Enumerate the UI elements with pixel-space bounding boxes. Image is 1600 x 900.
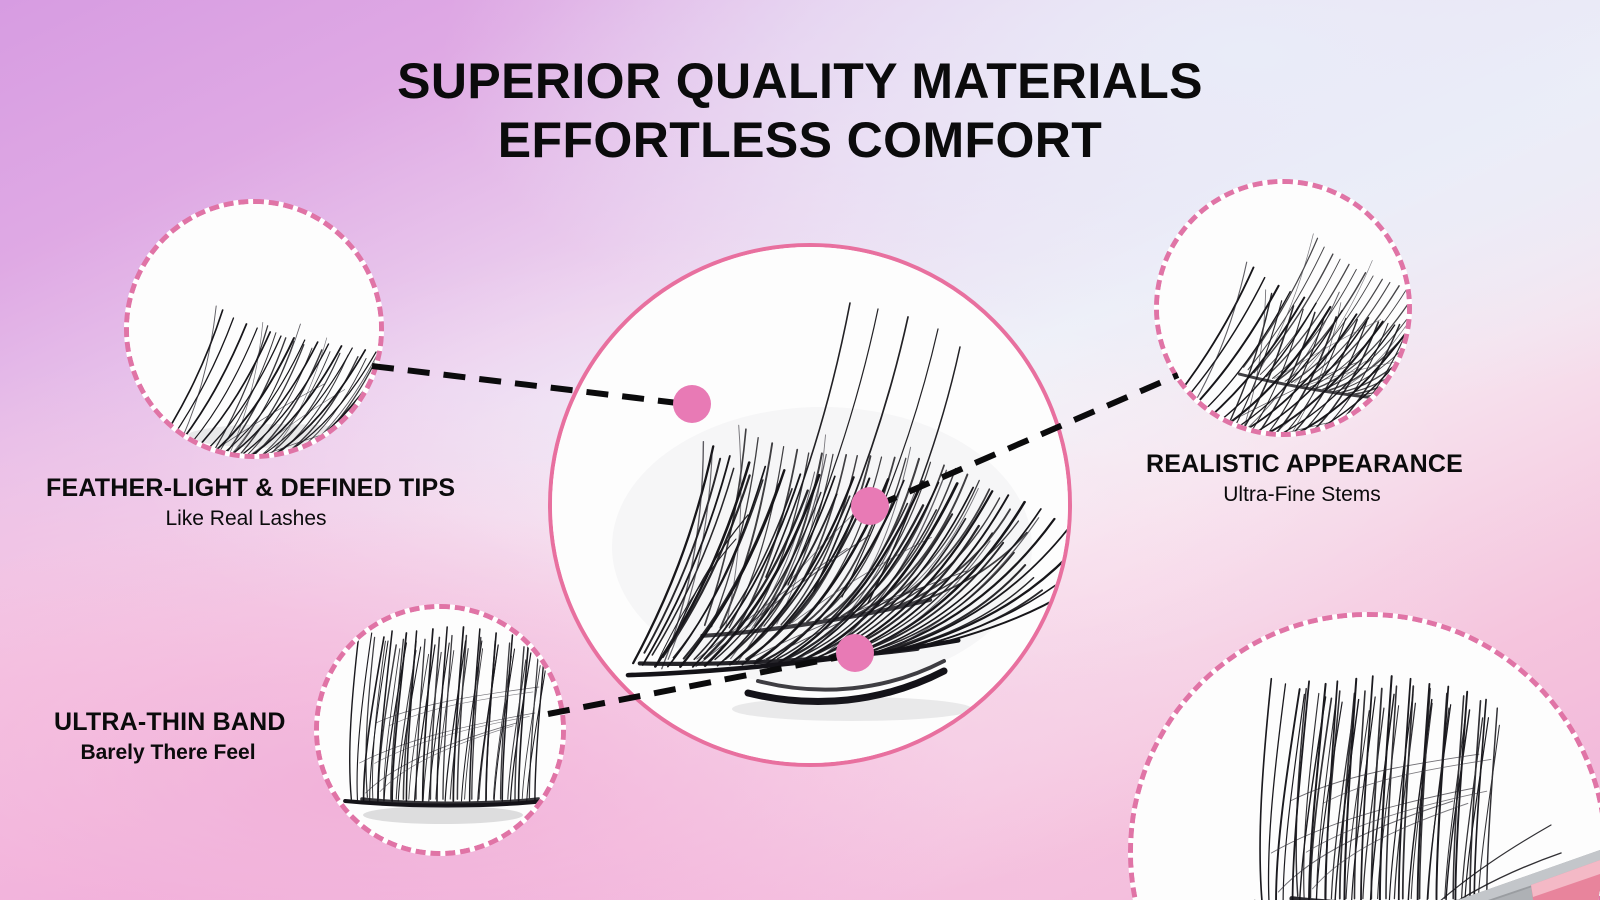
caption-band-title: ULTRA-THIN BAND <box>54 708 286 736</box>
caption-feather-light-title: FEATHER-LIGHT & DEFINED TIPS <box>46 474 456 502</box>
caption-realistic-title: REALISTIC APPEARANCE <box>1146 450 1463 478</box>
headline-line-1: SUPERIOR QUALITY MATERIALS <box>397 53 1203 109</box>
lash-closeup-tapered-tips-image <box>129 204 379 454</box>
headline-line-2: EFFORTLESS COMFORT <box>497 112 1103 168</box>
caption-ultra-thin-band: ULTRA-THIN BAND Barely There Feel <box>54 708 286 766</box>
lash-cluster-held-by-tweezers-image <box>1133 617 1600 900</box>
detail-circle-tweezer-application[interactable] <box>1128 612 1600 900</box>
detail-circle-feather-light[interactable] <box>124 199 384 459</box>
detail-circle-ultra-thin-band[interactable] <box>314 604 566 856</box>
caption-feather-light-subtitle: Like Real Lashes <box>165 507 327 530</box>
detail-circle-realistic-appearance[interactable] <box>1154 179 1412 437</box>
caption-band-subtitle: Barely There Feel <box>80 741 256 764</box>
caption-realistic-appearance: REALISTIC APPEARANCE Ultra-Fine Stems <box>1146 450 1463 508</box>
page-title: SUPERIOR QUALITY MATERIALS EFFORTLESS CO… <box>0 52 1600 170</box>
lash-closeup-thin-band-image <box>319 609 561 851</box>
caption-feather-light: FEATHER-LIGHT & DEFINED TIPS Like Real L… <box>46 474 456 532</box>
caption-realistic-subtitle: Ultra-Fine Stems <box>1223 483 1381 506</box>
lash-closeup-fine-stems-image <box>1159 184 1407 432</box>
false-eyelash-strip-hero-image <box>552 247 1068 763</box>
hero-circle-lash-strip[interactable] <box>548 243 1072 767</box>
